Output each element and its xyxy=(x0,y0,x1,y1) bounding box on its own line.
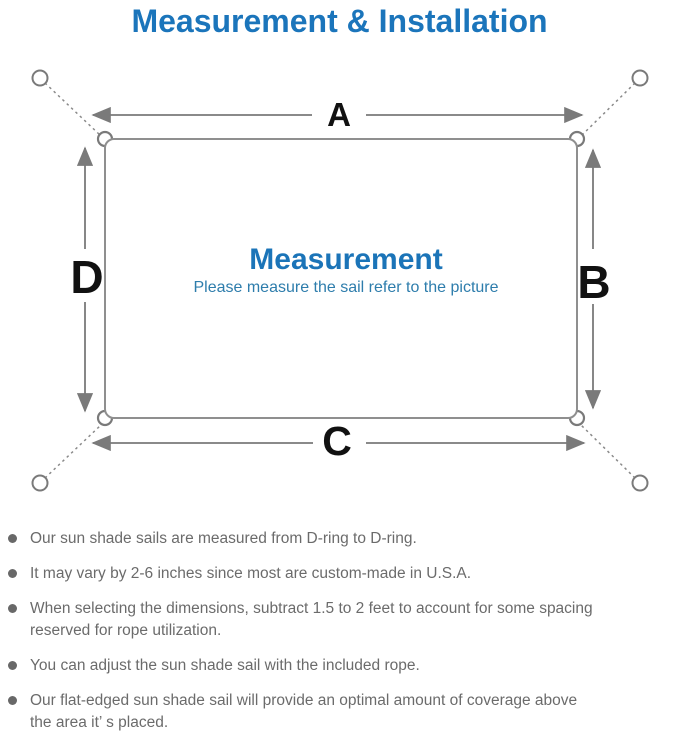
bullet-dot-icon xyxy=(8,569,17,578)
center-heading: Measurement xyxy=(249,243,442,276)
measurement-diagram: A C D B Measurement Please measure the s… xyxy=(0,58,679,518)
note-text: Our sun shade sails are measured from D-… xyxy=(30,530,417,547)
rope-line-top-left xyxy=(44,82,102,137)
bullet-dot-icon xyxy=(8,604,17,613)
center-subtitle: Please measure the sail refer to the pic… xyxy=(193,279,498,296)
header: Measurement & Installation xyxy=(0,0,679,58)
note-text: You can adjust the sun shade sail with t… xyxy=(30,657,420,674)
dimension-label-b: B xyxy=(577,256,610,308)
anchor-point-bottom-right-icon xyxy=(631,474,649,492)
note-text: When selecting the dimensions, subtract … xyxy=(30,600,593,639)
dimension-label-d: D xyxy=(70,251,103,303)
sail-diagram-svg: A C D B Measurement Please measure the s… xyxy=(31,69,649,492)
dimension-label-c: C xyxy=(322,418,352,464)
page-title: Measurement & Installation xyxy=(131,3,548,39)
bullet-dot-icon xyxy=(8,661,17,670)
list-item: Our sun shade sails are measured from D-… xyxy=(8,528,671,550)
anchor-point-top-left-icon xyxy=(31,69,49,87)
rope-line-bottom-left xyxy=(44,424,102,479)
anchor-point-bottom-left-icon xyxy=(31,474,49,492)
notes-list: Our sun shade sails are measured from D-… xyxy=(0,518,679,734)
note-text: Our flat-edged sun shade sail will provi… xyxy=(30,692,578,731)
list-item: You can adjust the sun shade sail with t… xyxy=(8,655,671,677)
list-item: It may vary by 2-6 inches since most are… xyxy=(8,563,671,585)
dimension-label-a: A xyxy=(327,96,351,133)
rope-line-top-right xyxy=(580,82,636,137)
anchor-point-top-right-icon xyxy=(631,69,649,87)
note-text: It may vary by 2-6 inches since most are… xyxy=(30,565,472,582)
sail-rectangle xyxy=(104,138,578,419)
list-item: Our flat-edged sun shade sail will provi… xyxy=(8,690,671,734)
bullet-dot-icon xyxy=(8,534,17,543)
bullet-dot-icon xyxy=(8,696,17,705)
rope-line-bottom-right xyxy=(580,424,636,479)
list-item: When selecting the dimensions, subtract … xyxy=(8,598,671,642)
